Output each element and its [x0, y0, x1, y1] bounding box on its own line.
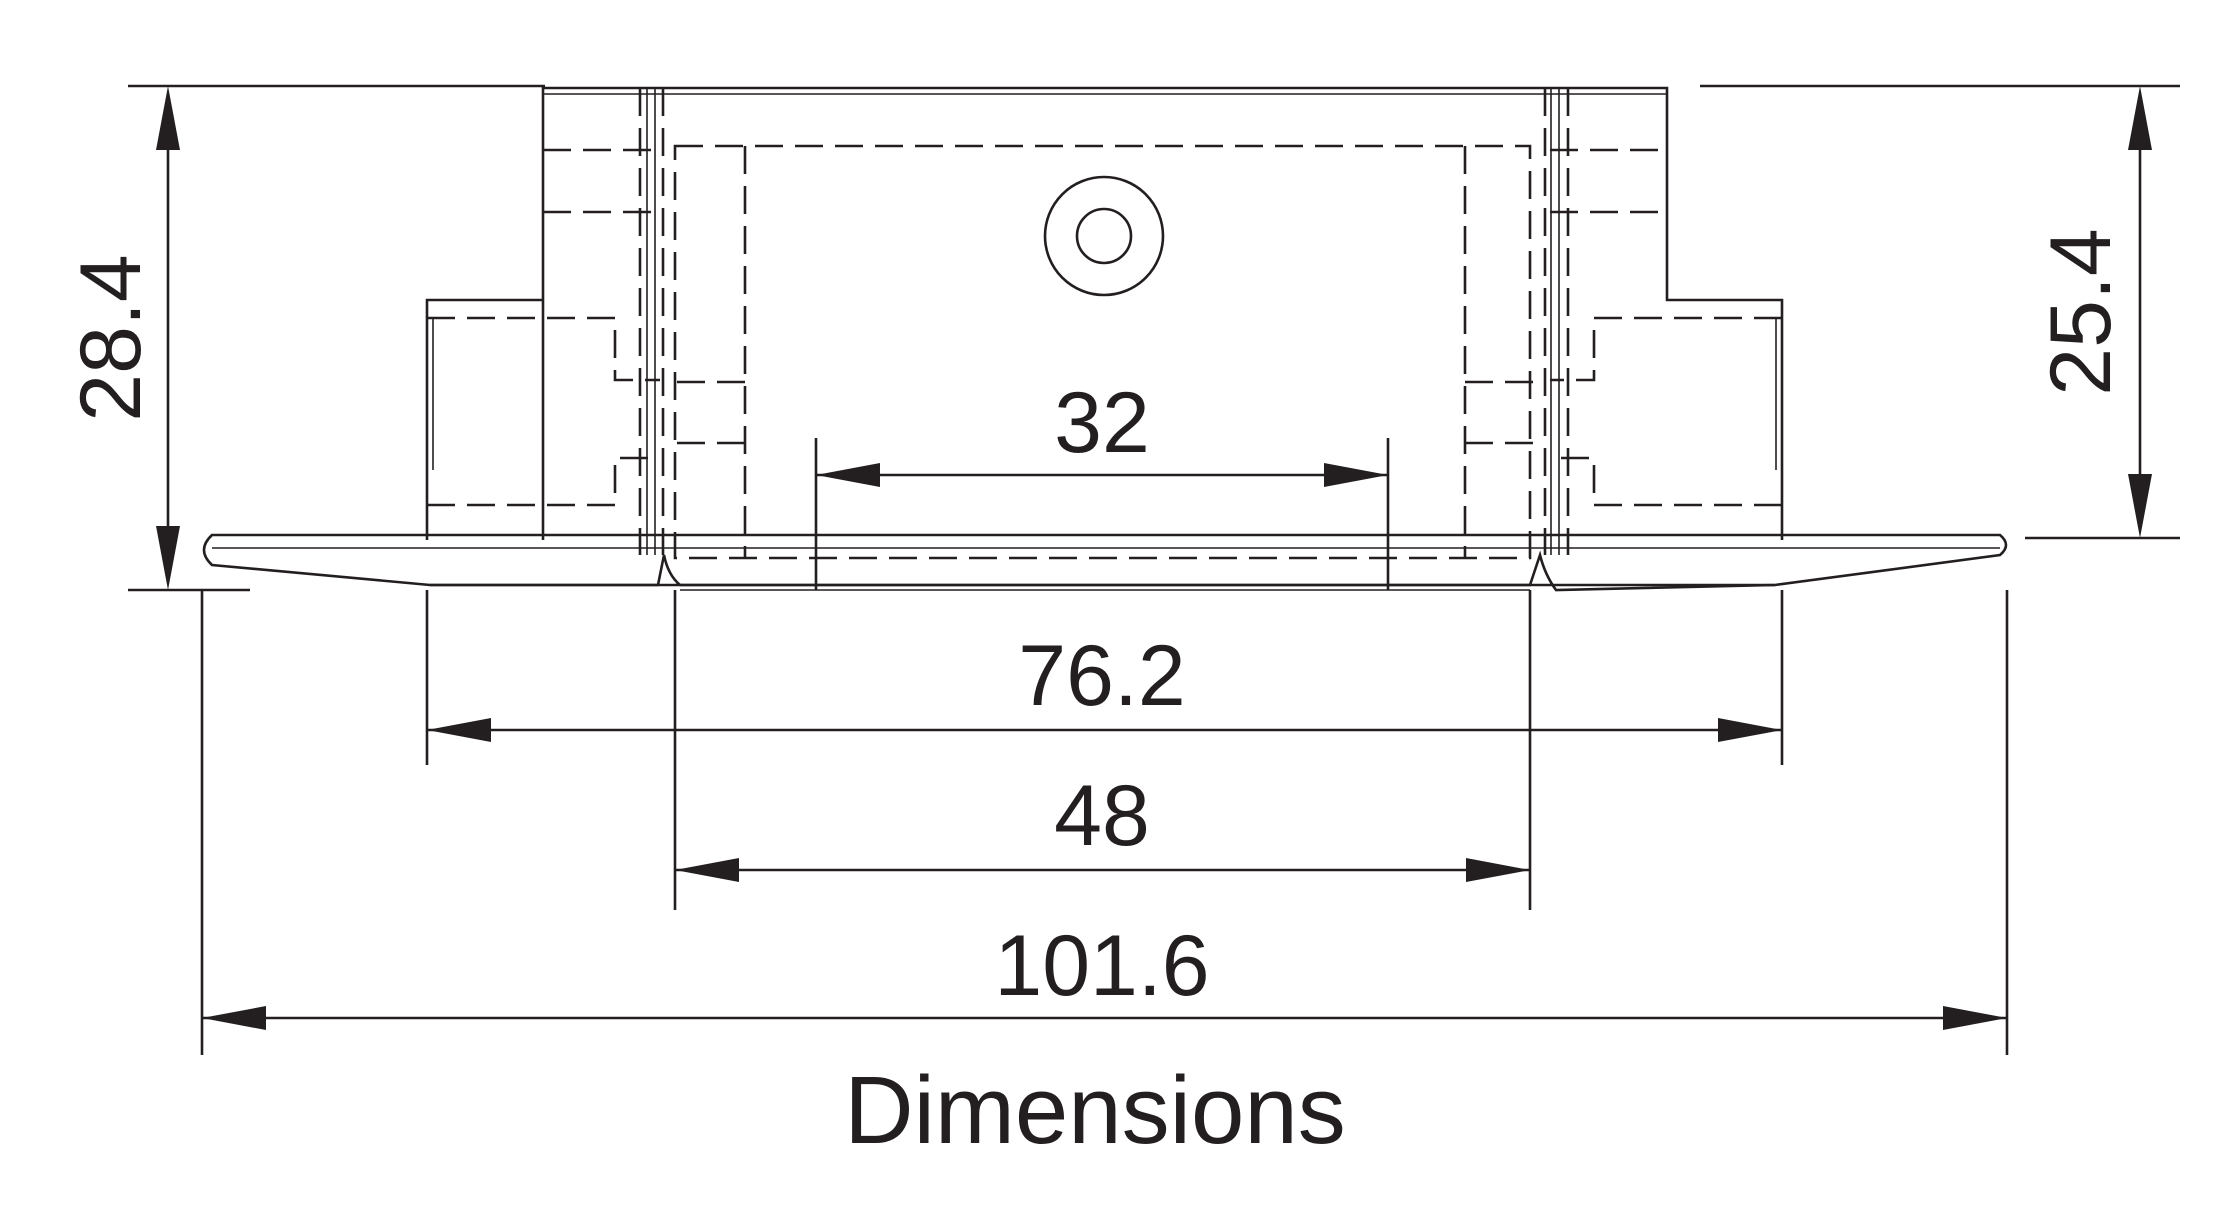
- body-height-value: 25.4: [2033, 228, 2129, 395]
- flange-width-value: 101.6: [994, 918, 1209, 1014]
- caption: Dimensions: [844, 1057, 1346, 1164]
- dimension-body-height: 25.4: [1700, 84, 2180, 540]
- overall-height-value: 28.4: [63, 254, 159, 421]
- dimension-overall-height: 28.4: [63, 84, 545, 592]
- opening-width-value: 48: [1054, 768, 1150, 864]
- dimension-inner-span: 32: [814, 375, 1390, 590]
- dimension-body-width: 76.2: [425, 590, 1784, 765]
- body-width-value: 76.2: [1018, 628, 1185, 724]
- inner-span-value: 32: [1054, 375, 1150, 471]
- dimension-opening-width: 48: [673, 590, 1532, 910]
- hidden-lines: [427, 88, 1782, 560]
- product-outline: [202, 86, 2008, 592]
- dimension-flange-width: 101.6: [200, 590, 2009, 1055]
